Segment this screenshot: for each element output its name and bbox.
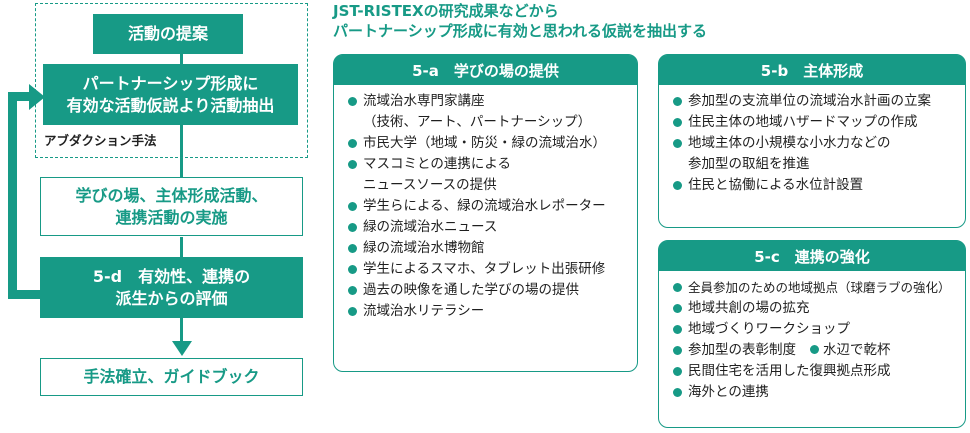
panel-learning-title: 5-a 学びの場の提供 <box>334 55 637 85</box>
bullet-icon <box>348 307 357 316</box>
list-item-continuation: ニュースソースの提供 <box>363 177 497 193</box>
list-item: 海外との連携 <box>673 382 957 403</box>
evaluation-box: 5-d 有効性、連携の 派生からの評価 <box>40 257 303 318</box>
list-item: 参加型の支流単位の流域治水計画の立案 <box>673 91 957 112</box>
arrow-right-icon <box>29 84 45 110</box>
bullet-icon <box>348 97 357 106</box>
bullet-icon <box>673 325 682 334</box>
evaluation-line-2: 派生からの評価 <box>115 288 228 308</box>
bullet-icon <box>348 265 357 274</box>
panel-learning: 5-a 学びの場の提供 流域治水専門家講座 （技術、アート、パートナーシップ） … <box>333 54 638 372</box>
panel-collaboration-list: 全員参加のための地域拠点（球磨ラブの強化） 地域共創の場の拡充 地域づくりワーク… <box>659 271 965 403</box>
feedback-line-bottom <box>8 290 43 299</box>
bullet-icon <box>348 202 357 211</box>
list-item-continuation: （技術、アート、パートナーシップ） <box>363 114 592 130</box>
header-line-1: JST-RISTEXの研究成果などから <box>333 2 559 20</box>
bullet-icon <box>348 286 357 295</box>
list-item: 緑の流域治水博物館 <box>348 238 629 259</box>
list-item: 学生らによる、緑の流域治水レポーター <box>348 196 629 217</box>
abduction-group <box>35 3 308 158</box>
bullet-icon <box>673 118 682 127</box>
panel-learning-list: 流域治水専門家講座 （技術、アート、パートナーシップ） 市民大学（地域・防災・緑… <box>334 85 637 322</box>
implementation-line-2: 連携活動の実施 <box>115 207 228 227</box>
bullet-icon <box>673 181 682 190</box>
list-item: 市民大学（地域・防災・緑の流域治水） <box>348 133 629 154</box>
panel-agency-list: 参加型の支流単位の流域治水計画の立案 住民主体の地域ハザードマップの作成 地域主… <box>659 85 965 196</box>
method-label: アブダクション手法 <box>44 133 157 148</box>
panel-agency-title: 5-b 主体形成 <box>659 55 965 85</box>
bullet-icon <box>673 139 682 148</box>
bullet-icon <box>673 388 682 397</box>
panel-agency: 5-b 主体形成 参加型の支流単位の流域治水計画の立案 住民主体の地域ハザードマ… <box>658 54 966 228</box>
list-item: 流域治水専門家講座 <box>348 91 629 112</box>
bullet-icon <box>348 139 357 148</box>
evaluation-line-1: 5-d 有効性、連携の <box>92 266 251 286</box>
bullet-icon <box>673 304 682 313</box>
bullet-icon <box>673 346 682 355</box>
header-line-2: パートナーシップ形成に有効と思われる仮説を抽出する <box>333 22 707 40</box>
implementation-line-1: 学びの場、主体形成活動、 <box>75 185 268 205</box>
list-item: 学生によるスマホ、タブレット出張研修 <box>348 259 629 280</box>
bullet-icon <box>673 283 682 292</box>
list-item: 全員参加のための地域拠点（球磨ラブの強化） <box>673 277 957 298</box>
list-item: 住民主体の地域ハザードマップの作成 <box>673 112 957 133</box>
list-item: 住民と協働による水位計設置 <box>673 175 957 196</box>
flow-connector <box>180 318 183 346</box>
flow-connector <box>180 237 183 257</box>
activity-extraction-line-2: 有効な活動仮説より活動抽出 <box>66 95 275 115</box>
implementation-box: 学びの場、主体形成活動、 連携活動の実施 <box>40 177 303 236</box>
flow-connector <box>180 54 183 64</box>
flow-connector <box>180 125 183 177</box>
bullet-icon <box>673 97 682 106</box>
list-item: 地域づくりワークショップ <box>673 319 957 340</box>
result-box: 手法確立、ガイドブック <box>40 358 303 396</box>
bullet-icon <box>348 244 357 253</box>
list-item: 地域共創の場の拡充 <box>673 298 957 319</box>
proposal-box: 活動の提案 <box>93 14 243 54</box>
arrow-down-icon <box>172 341 192 356</box>
feedback-line-top <box>8 92 32 101</box>
feedback-line-vertical <box>8 92 17 299</box>
activity-extraction-box: パートナーシップ形成に 有効な活動仮説より活動抽出 <box>43 64 298 125</box>
list-item: マスコミとの連携による <box>348 154 629 175</box>
bullet-icon <box>810 345 819 354</box>
list-item: 民間住宅を活用した復興拠点形成 <box>673 361 957 382</box>
list-item: 地域主体の小規模な小水力などの <box>673 133 957 154</box>
bullet-icon <box>348 223 357 232</box>
bullet-icon <box>673 367 682 376</box>
list-item: 過去の映像を通した学びの場の提供 <box>348 280 629 301</box>
panel-collaboration-title: 5-c 連携の強化 <box>659 241 965 271</box>
panel-collaboration: 5-c 連携の強化 全員参加のための地域拠点（球磨ラブの強化） 地域共創の場の拡… <box>658 240 966 428</box>
list-item: 流域治水リテラシー <box>348 301 629 322</box>
inline-extra-item: 水辺で乾杯 <box>823 342 891 358</box>
list-item: 緑の流域治水ニュース <box>348 217 629 238</box>
bullet-icon <box>348 160 357 169</box>
activity-extraction-line-1: パートナーシップ形成に <box>82 73 259 93</box>
list-item-continuation: 参加型の取組を推進 <box>688 156 810 172</box>
list-item: 参加型の表彰制度水辺で乾杯 <box>673 340 957 361</box>
